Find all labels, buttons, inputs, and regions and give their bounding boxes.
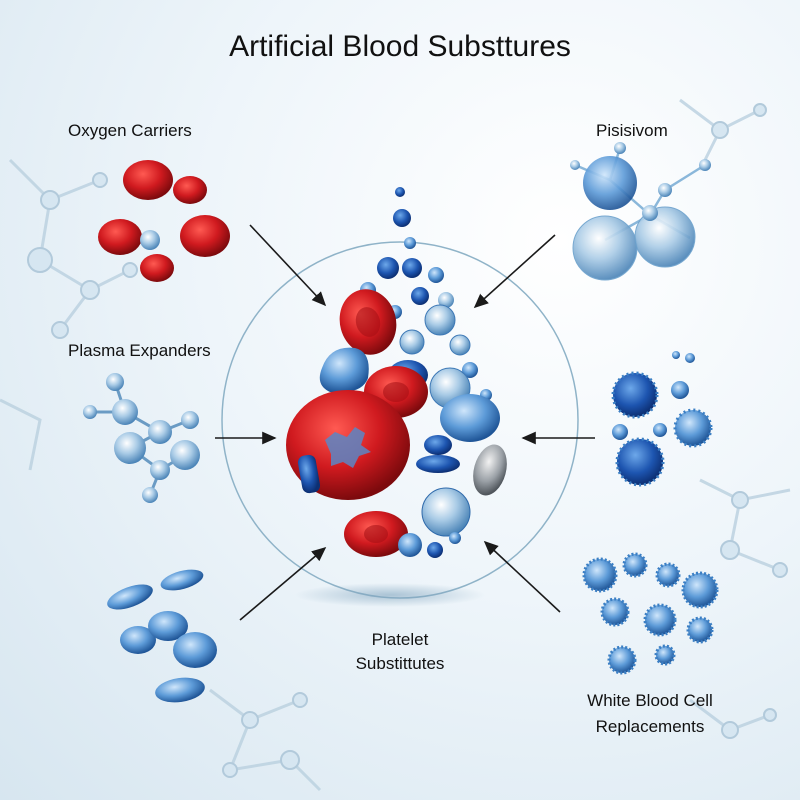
label-wbc-replacements: White Blood Cell Replacements	[555, 688, 745, 740]
platelet-discs	[107, 569, 217, 703]
label-plasma-expanders: Plasma Expanders	[68, 341, 211, 360]
oxygen-carrier-cells	[98, 160, 230, 282]
label-oxygen-carriers: Oxygen Carriers	[68, 121, 192, 140]
label-wbc-line1: White Blood Cell	[587, 691, 713, 710]
label-platelet-line2: Substittutes	[355, 654, 445, 673]
label-platelet-line1: Platelet	[371, 630, 429, 649]
background-atoms	[27, 103, 788, 778]
label-pisisivom: Pisisivom	[596, 121, 668, 140]
label-platelet-substitutes: Platelet Substittutes	[320, 628, 480, 676]
plasma-expander-molecule	[83, 373, 200, 503]
label-wbc-line2: Replacements	[595, 717, 705, 736]
wbc-replacement-cluster	[582, 552, 719, 675]
drop-shadow	[295, 583, 485, 607]
arrows	[215, 224, 595, 621]
arrow-pisisivom	[473, 234, 556, 309]
blood-drop-cluster	[286, 187, 507, 558]
pisisivom-spheres	[570, 142, 711, 281]
diagram-title: Artificial Blood Substtures	[229, 30, 571, 63]
wbc-cells-right	[611, 351, 713, 487]
arrow-wbc-replacements	[483, 540, 561, 613]
arrow-oxygen-carriers	[249, 224, 327, 307]
arrow-platelet	[239, 546, 327, 621]
